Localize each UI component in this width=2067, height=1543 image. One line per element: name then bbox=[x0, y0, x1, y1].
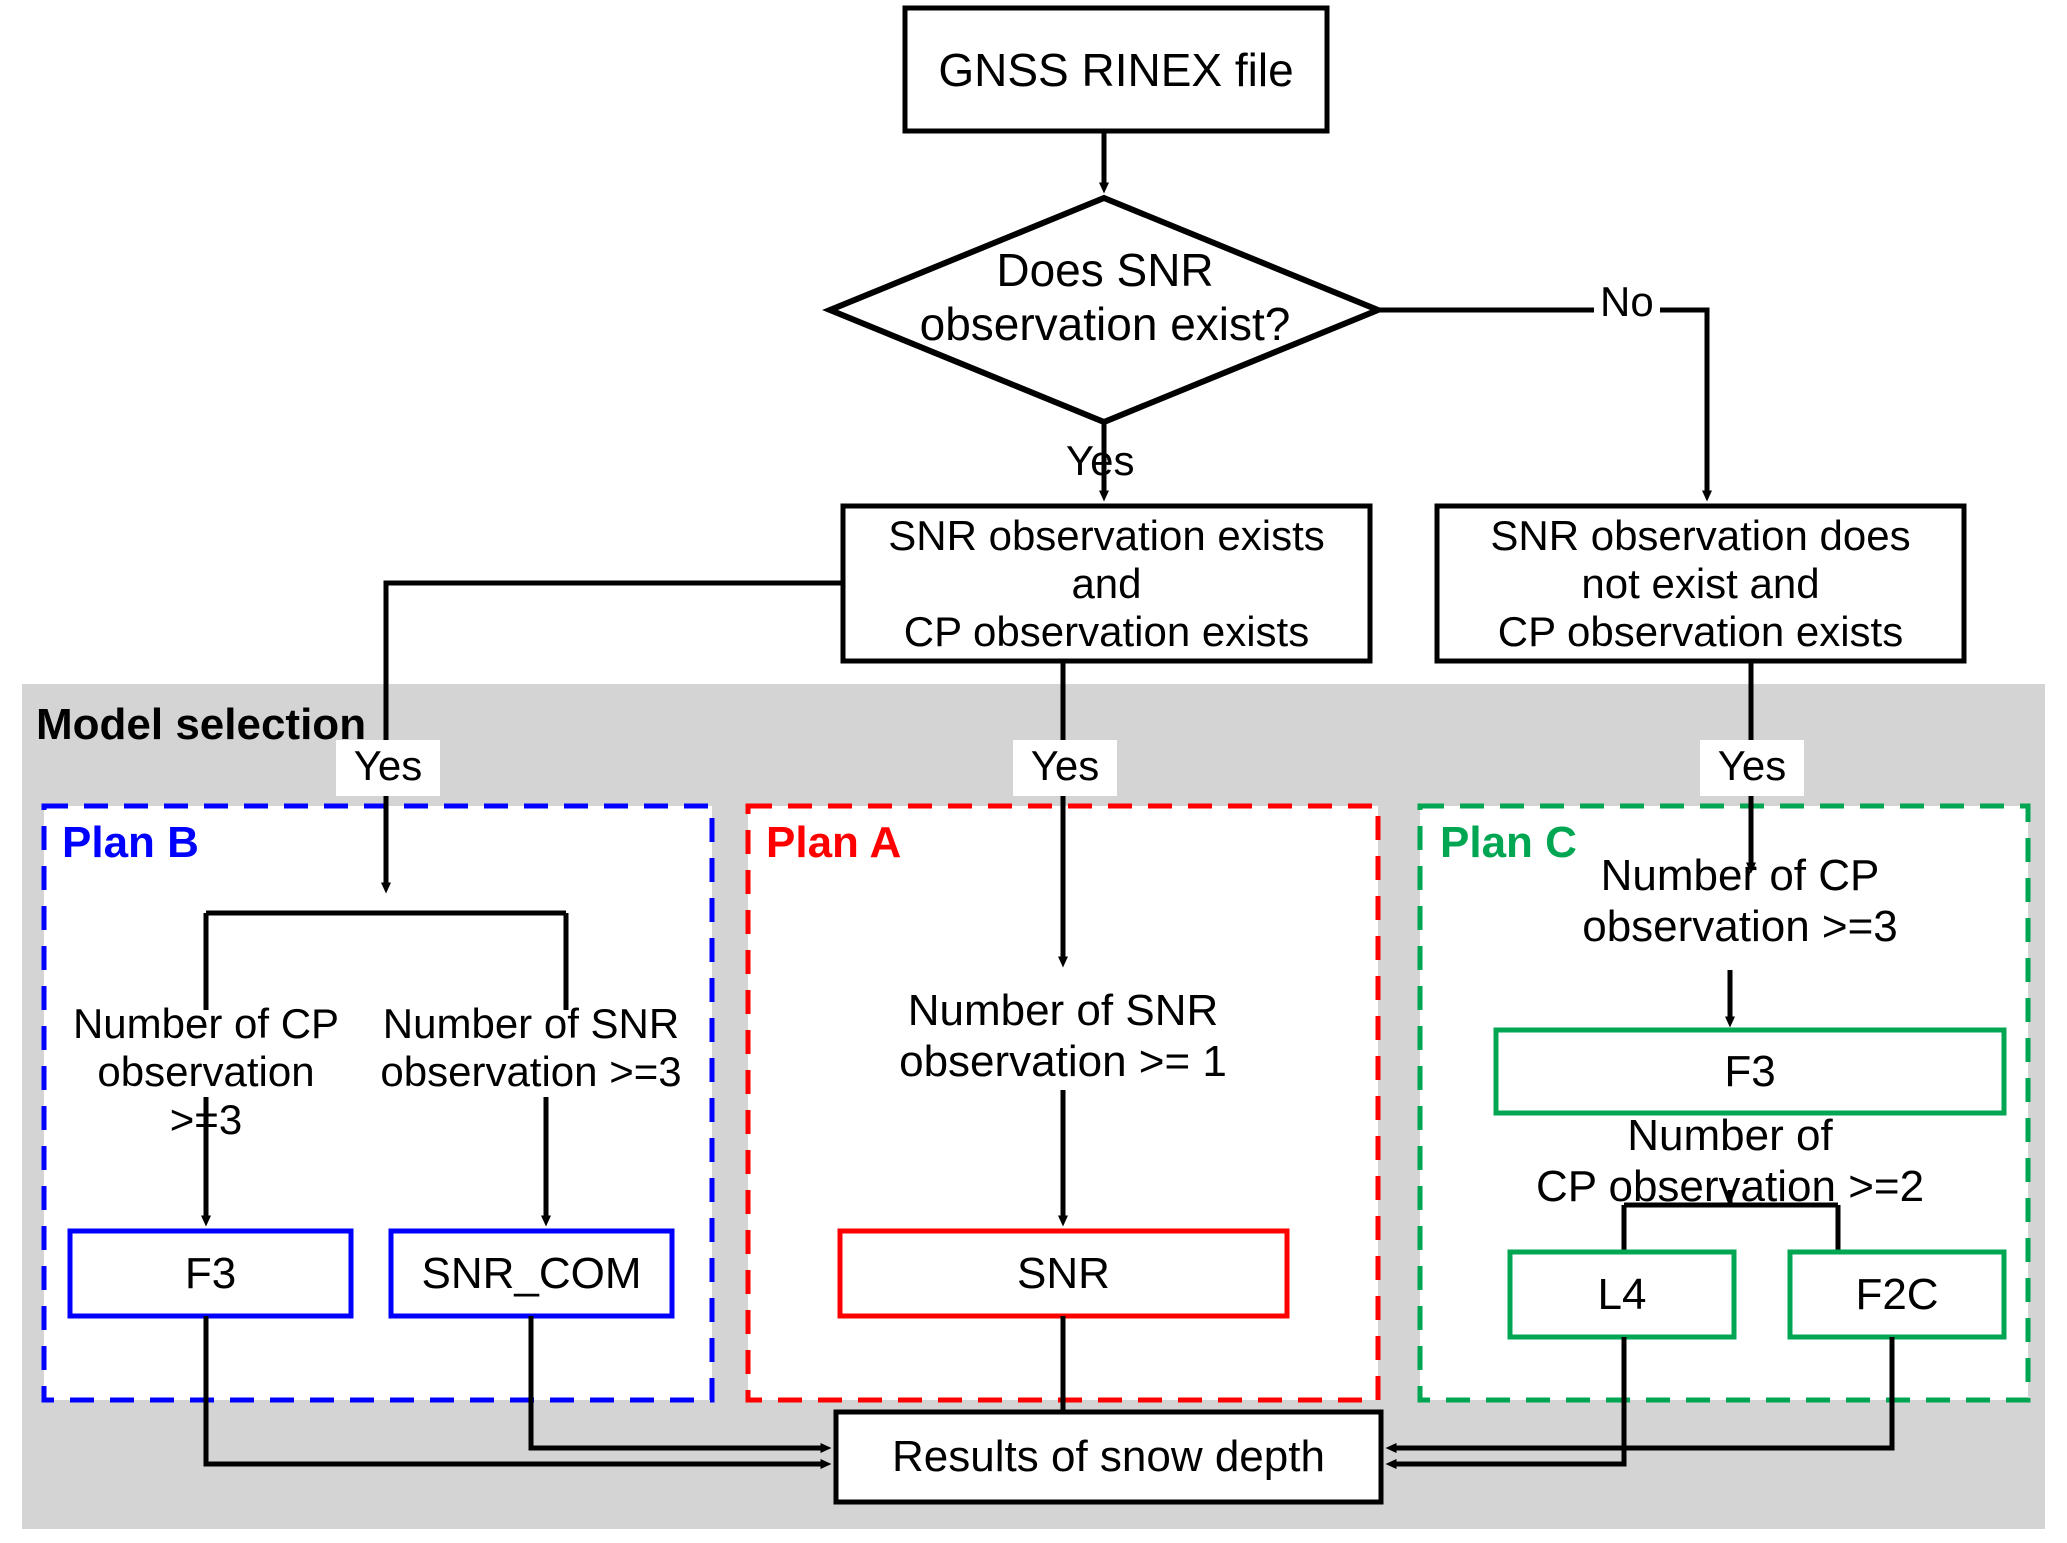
yes-a-chip bbox=[1013, 740, 1117, 796]
plan-a-title: Plan A bbox=[766, 818, 902, 867]
result-label: Results of snow depth bbox=[892, 1432, 1325, 1481]
edge-plan-b-f3-to-result bbox=[203, 1316, 832, 1469]
plan-b-model-f3-label: F3 bbox=[184, 1248, 237, 1298]
edge-plan-b-snrcom-to-result bbox=[528, 1316, 832, 1453]
result-box bbox=[833, 1409, 1384, 1505]
plan-b-title: Plan B bbox=[62, 818, 199, 867]
yes-plan-a-label: Yes bbox=[1030, 742, 1100, 789]
panel-title: Model selection bbox=[36, 700, 367, 749]
plan-c-model-f2c-label: F2C bbox=[1855, 1269, 1939, 1319]
plan-b-cond-snr: Number of SNR observation >=3 bbox=[380, 1000, 682, 1095]
branch-yes-label: Yes bbox=[1066, 437, 1135, 484]
plan-b-model-snrcom-box bbox=[388, 1228, 675, 1319]
plan-b-model-snrcom-label: SNR_COM bbox=[421, 1248, 642, 1298]
plan-c-cond-1: Number of CP observation >=3 bbox=[1582, 851, 1898, 952]
yes-plan-c-label: Yes bbox=[1717, 742, 1787, 789]
yes-b-chip bbox=[336, 740, 440, 796]
plan-a-model-snr-box bbox=[837, 1228, 1290, 1319]
snr-cp-exists-box bbox=[840, 503, 1373, 664]
plan-c-cond-2: Number of CP observation >=2 bbox=[1535, 1111, 1925, 1212]
edge-plan-c-split bbox=[1621, 1190, 1841, 1255]
snr-absent-cp-exists-label: SNR observation does not exist and CP ob… bbox=[1490, 512, 1911, 655]
start-label: GNSS RINEX file bbox=[938, 43, 1294, 96]
plan-b-cond-cp: Number of CP observation >=3 bbox=[72, 1000, 340, 1143]
plan-b-model-f3-box bbox=[67, 1228, 354, 1319]
yes-plan-b-label: Yes bbox=[353, 742, 423, 789]
start-box bbox=[902, 5, 1330, 134]
plan-c-model-l4-box bbox=[1507, 1249, 1737, 1340]
decision-label: Does SNR observation exist? bbox=[919, 244, 1291, 351]
edge-plan-c-f2c-to-result bbox=[1385, 1337, 1895, 1453]
plan-c-model-l4-label: L4 bbox=[1597, 1269, 1647, 1319]
edge-decision-no bbox=[1378, 307, 1712, 502]
plan-a-model-snr-label: SNR bbox=[1017, 1248, 1110, 1298]
edge-plan-b-split bbox=[203, 910, 569, 1010]
plan-c-model-f3-label: F3 bbox=[1724, 1046, 1776, 1096]
yes-c-chip bbox=[1700, 740, 1804, 796]
plan-c-title: Plan C bbox=[1440, 818, 1577, 867]
plan-c-model-f2c-box bbox=[1787, 1249, 2007, 1340]
branch-no-label: No bbox=[1594, 278, 1660, 326]
snr-absent-cp-exists-box bbox=[1434, 503, 1967, 664]
plan-c-model-f3-box bbox=[1493, 1027, 2007, 1116]
edge-plan-c-l4-to-result bbox=[1385, 1337, 1627, 1469]
snr-cp-exists-label: SNR observation exists and CP observatio… bbox=[888, 512, 1325, 655]
plan-a-cond: Number of SNR observation >= 1 bbox=[899, 986, 1227, 1087]
